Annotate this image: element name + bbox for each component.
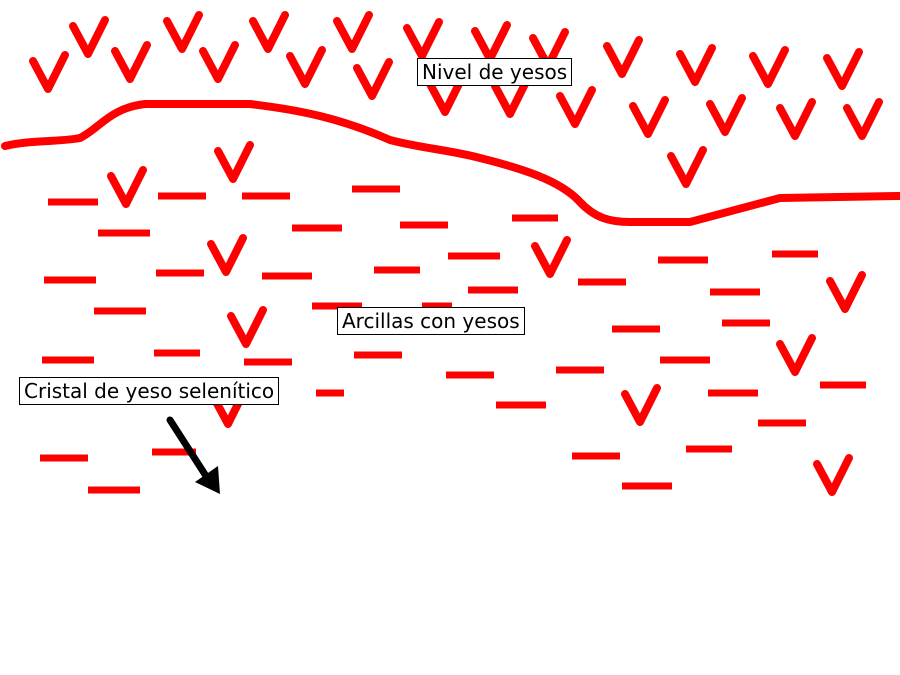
selenitic-crystal-label: Cristal de yeso selenítico	[19, 377, 280, 405]
gypsum-v-mark	[531, 236, 571, 278]
gypsum-v-mark	[199, 41, 239, 83]
gypsum-level-label: Nivel de yesos	[417, 58, 573, 86]
gypsum-v-mark	[749, 46, 789, 88]
gypsum-v-mark	[29, 51, 69, 93]
gypsum-v-mark	[69, 16, 109, 58]
gypsum-v-mark	[823, 48, 863, 90]
gypsum-v-mark	[706, 94, 746, 136]
gypsum-v-mark	[333, 11, 373, 53]
gypsum-level-boundary	[1, 100, 900, 226]
gypsum-v-mark	[621, 384, 661, 426]
gypsum-v-mark	[667, 146, 707, 188]
gypsum-v-mark	[107, 166, 147, 208]
gypsum-v-mark	[776, 334, 816, 376]
gypsum-v-mark	[471, 21, 511, 63]
gypsum-v-mark	[214, 141, 254, 183]
gypsum-v-mark	[286, 46, 326, 88]
gypsum-v-mark	[227, 306, 267, 348]
clays-with-gypsum-label: Arcillas con yesos	[337, 307, 525, 335]
gypsum-v-mark	[813, 454, 853, 496]
gypsum-v-mark	[403, 18, 443, 60]
gypsum-v-mark	[603, 36, 643, 78]
gypsum-v-mark	[629, 96, 669, 138]
gypsum-v-mark	[491, 76, 531, 118]
gypsum-v-mark	[826, 271, 866, 313]
gypsum-v-mark	[676, 44, 716, 86]
arrow-icon	[166, 416, 220, 494]
gypsum-v-mark	[249, 11, 289, 53]
gypsum-v-mark	[353, 58, 393, 100]
gypsum-v-mark	[843, 98, 883, 140]
gypsum-v-mark	[111, 41, 151, 83]
gypsum-v-mark	[426, 74, 466, 116]
gypsum-symbols	[29, 11, 883, 496]
gypsum-v-mark	[556, 86, 596, 128]
gypsum-v-mark	[207, 234, 247, 276]
clay-symbols	[40, 185, 866, 494]
gypsum-v-mark	[776, 98, 816, 140]
gypsum-v-mark	[163, 11, 203, 53]
